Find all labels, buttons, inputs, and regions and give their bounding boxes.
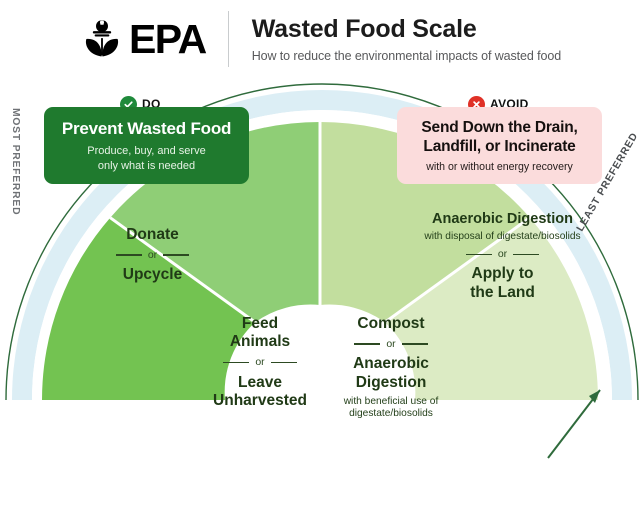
most-preferred-label: MOST PREFERRED (10, 108, 21, 216)
avoid-subtitle: with or without energy recovery (426, 160, 573, 173)
avoid-title: Send Down the Drain, Landfill, or Incine… (405, 118, 594, 157)
wedge-separators (109, 122, 531, 324)
prevent-subtitle: Produce, buy, and serve only what is nee… (54, 144, 239, 173)
wedge-donate[interactable] (42, 217, 256, 400)
prevent-subtitle-line2: only what is needed (97, 159, 196, 172)
header-divider (227, 11, 229, 67)
preference-arc-line (5, 83, 639, 400)
epa-seal-icon (85, 20, 119, 57)
title-block: Wasted Food Scale How to reduce the envi… (229, 15, 561, 63)
card-send-down-the-drain[interactable]: Send Down the Drain, Landfill, or Incine… (397, 107, 602, 184)
prevent-subtitle-line1: Produce, buy, and serve (87, 145, 206, 157)
avoid-title-line1: Send Down the Drain, (421, 119, 578, 136)
epa-logo: EPA (79, 16, 228, 62)
page-subtitle: How to reduce the environmental impacts … (251, 48, 562, 63)
wasted-food-scale-graphic: DO AVOID Prevent Wasted Food Produce, bu… (0, 78, 640, 532)
prevent-title: Prevent Wasted Food (61, 119, 232, 138)
wedge-anaerobic-digestion[interactable] (384, 217, 598, 400)
preference-arrow-icon (547, 389, 601, 459)
page-title: Wasted Food Scale (251, 15, 477, 44)
avoid-title-line2: Landfill, or Incinerate (423, 138, 576, 156)
epa-wordmark: EPA (128, 15, 207, 62)
card-prevent-wasted-food[interactable]: Prevent Wasted Food Produce, buy, and se… (44, 107, 249, 184)
header: EPA Wasted Food Scale How to reduce the … (0, 0, 640, 78)
